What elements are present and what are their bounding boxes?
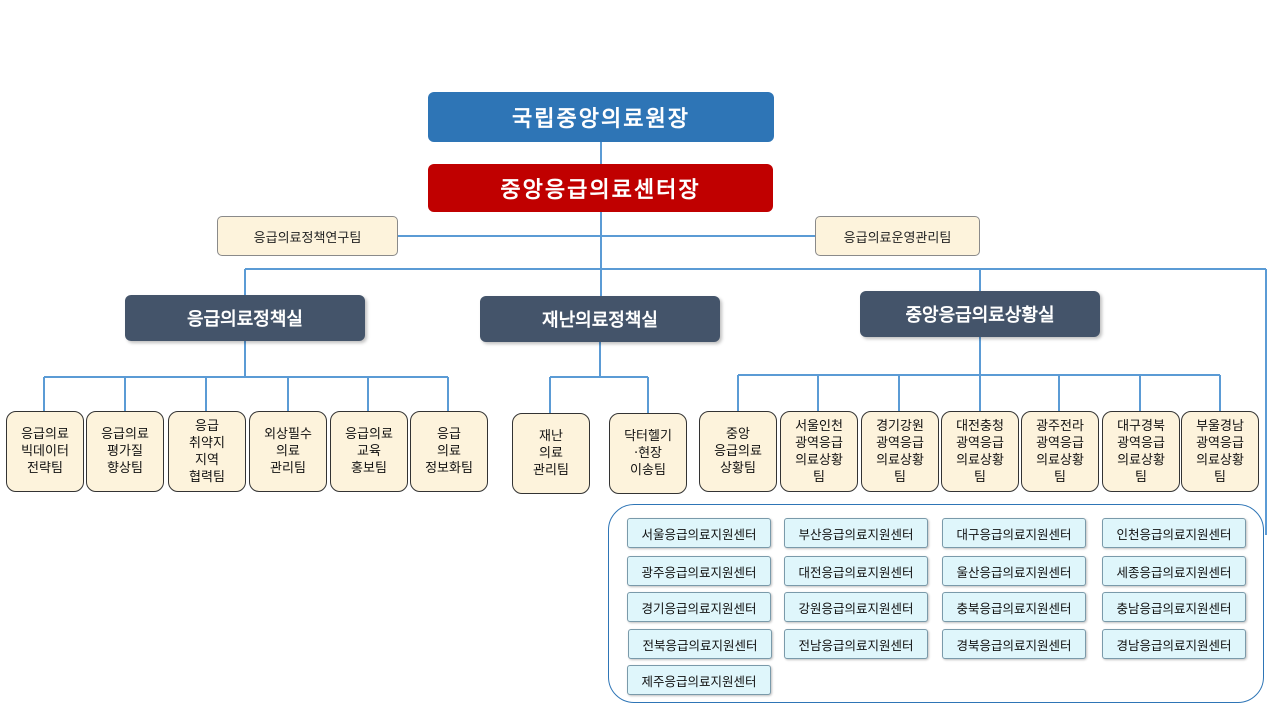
policy-team-box: 응급의료 교육 홍보팀 bbox=[330, 411, 408, 492]
situation-office-box: 중앙응급의료상황실 bbox=[860, 291, 1100, 337]
support-center-box: 서울응급의료지원센터 bbox=[627, 518, 771, 548]
support-center-box: 대구응급의료지원센터 bbox=[942, 518, 1086, 548]
disaster-policy-office-box: 재난의료정책실 bbox=[480, 296, 720, 342]
policy-team-box: 외상필수 의료 관리팀 bbox=[249, 411, 327, 492]
support-center-box: 부산응급의료지원센터 bbox=[784, 518, 928, 548]
support-center-box: 경기응급의료지원센터 bbox=[627, 592, 771, 622]
support-center-box: 전북응급의료지원센터 bbox=[628, 629, 772, 659]
policy-research-team-box: 응급의료정책연구팀 bbox=[217, 216, 398, 256]
support-center-box: 대전응급의료지원센터 bbox=[784, 556, 928, 586]
disaster-team-box: 닥터헬기 ·현장 이송팀 bbox=[609, 413, 687, 494]
policy-team-box: 응급 의료 정보화팀 bbox=[410, 411, 488, 492]
situation-team-box: 경기강원 광역응급 의료상황 팀 bbox=[861, 411, 939, 492]
support-centers-panel bbox=[608, 504, 1264, 703]
support-center-box: 충남응급의료지원센터 bbox=[1102, 592, 1246, 622]
support-center-box: 제주응급의료지원센터 bbox=[627, 665, 771, 695]
policy-team-box: 응급의료 빅데이터 전략팀 bbox=[6, 411, 84, 492]
support-center-box: 광주응급의료지원센터 bbox=[627, 556, 771, 586]
center-director-box: 중앙응급의료센터장 bbox=[428, 164, 773, 212]
situation-team-box: 대구경북 광역응급 의료상황 팀 bbox=[1102, 411, 1180, 492]
situation-team-box: 부울경남 광역응급 의료상황 팀 bbox=[1181, 411, 1259, 492]
policy-team-box: 응급 취약지 지역 협력팀 bbox=[168, 411, 246, 492]
operations-management-team-box: 응급의료운영관리팀 bbox=[815, 216, 980, 256]
support-center-box: 인천응급의료지원센터 bbox=[1102, 518, 1246, 548]
situation-team-box: 중앙 응급의료 상황팀 bbox=[699, 411, 777, 492]
policy-team-box: 응급의료 평가질 향상팀 bbox=[86, 411, 164, 492]
support-center-box: 전남응급의료지원센터 bbox=[784, 629, 928, 659]
president-box: 국립중앙의료원장 bbox=[428, 92, 774, 142]
emergency-policy-office-box: 응급의료정책실 bbox=[125, 295, 365, 341]
support-center-box: 강원응급의료지원센터 bbox=[784, 592, 928, 622]
support-center-box: 울산응급의료지원센터 bbox=[942, 556, 1086, 586]
support-center-box: 충북응급의료지원센터 bbox=[942, 592, 1086, 622]
situation-team-box: 대전충청 광역응급 의료상황 팀 bbox=[941, 411, 1019, 492]
support-center-box: 경북응급의료지원센터 bbox=[942, 629, 1086, 659]
situation-team-box: 광주전라 광역응급 의료상황 팀 bbox=[1021, 411, 1099, 492]
support-center-box: 경남응급의료지원센터 bbox=[1102, 629, 1246, 659]
support-center-box: 세종응급의료지원센터 bbox=[1102, 556, 1246, 586]
situation-team-box: 서울인천 광역응급 의료상황 팀 bbox=[780, 411, 858, 492]
disaster-team-box: 재난 의료 관리팀 bbox=[512, 413, 590, 494]
